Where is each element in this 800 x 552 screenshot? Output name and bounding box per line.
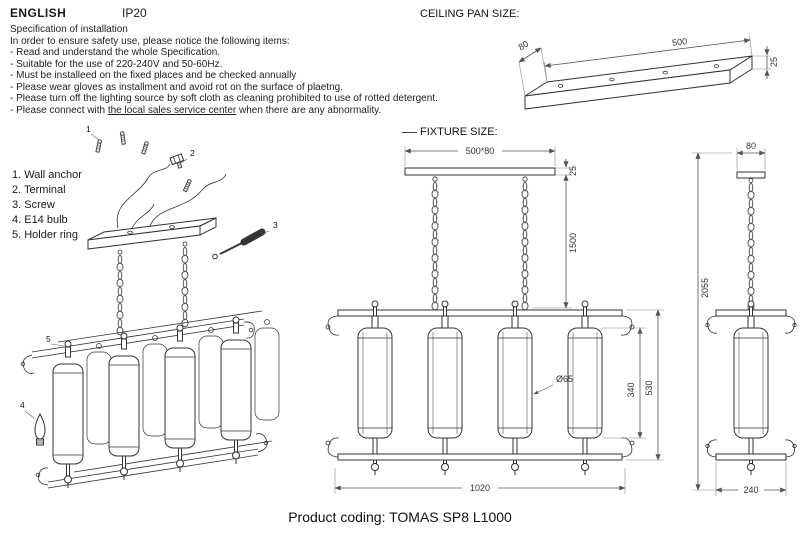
terminal-block xyxy=(169,153,185,166)
dimension-fixture-width: 1020 xyxy=(334,468,626,494)
ip-rating: IP20 xyxy=(122,6,147,20)
suspension-chains xyxy=(432,176,528,310)
screwdriver xyxy=(212,228,266,260)
e14-bulb xyxy=(34,412,46,446)
dim-label-side-plate-width: 80 xyxy=(746,141,756,151)
dim-label-chain-length: 1500 xyxy=(568,233,578,253)
fixture-front-view: 500*80 25 1500 xyxy=(325,146,664,494)
callout-holder-ring: 5 xyxy=(46,334,51,344)
callout-terminal: 2 xyxy=(190,148,195,158)
dim-label-pan-length: 500 xyxy=(672,36,688,48)
hanging-chains xyxy=(116,241,189,336)
dim-label-frame-height: 530 xyxy=(644,380,654,395)
dimension-frame-height: 530 xyxy=(626,309,664,461)
frame-back xyxy=(57,310,280,473)
part-item: 2. Terminal xyxy=(12,184,66,196)
spec-title: Specification of installation xyxy=(10,24,128,35)
installation-spec: Specification of installation In order t… xyxy=(10,24,438,116)
dim-label-total-height: 2055 xyxy=(700,278,710,298)
dimension-chain-length: 1500 xyxy=(532,174,578,309)
dimension-shade-height: 340 xyxy=(602,327,646,439)
language-label: ENGLISH xyxy=(10,6,67,20)
callout-wall-anchor: 1 xyxy=(86,124,91,134)
dim-label-pan-depth: 80 xyxy=(517,39,531,53)
callout-screw: 3 xyxy=(273,220,278,230)
spec-last-suffix: when there are any abnormality. xyxy=(236,104,382,116)
ceiling-plate xyxy=(404,167,556,176)
dimension-side-plate-width: 80 xyxy=(736,141,766,170)
part-item: 5. Holder ring xyxy=(12,229,79,241)
dimension-plate-thickness: 25 xyxy=(555,159,578,176)
dimension-side-width: 240 xyxy=(715,462,787,496)
part-item: 1. Wall anchor xyxy=(12,169,82,181)
dim-label-shade-height: 340 xyxy=(626,382,636,397)
mounting-bar xyxy=(87,217,217,250)
wires xyxy=(116,163,227,229)
dimension-plate-size: 500*80 xyxy=(404,146,556,166)
ceiling-plate-side xyxy=(736,171,766,179)
parts-list: 1. Wall anchor 2. Terminal 3. Screw 4. E… xyxy=(12,168,82,243)
back-row-shades xyxy=(86,319,280,445)
dim-label-plate-size: 500*80 xyxy=(466,146,495,156)
part-callouts: 1 2 3 4 5 xyxy=(20,124,278,419)
fixture-size-title: FIXTURE SIZE: xyxy=(420,126,498,138)
spec-last-prefix: - Please connect with xyxy=(10,104,108,116)
ceiling-pan-title: CEILING PAN SIZE: xyxy=(420,8,520,20)
callout-e14-bulb: 4 xyxy=(20,400,25,410)
spec-intro: In order to ensure safety use, please no… xyxy=(10,35,290,47)
dimension-pan-depth: 80 xyxy=(517,39,548,97)
dim-label-fixture-width: 1020 xyxy=(470,483,490,493)
glass-shade-side xyxy=(733,300,769,476)
dimension-total-height: 2055 xyxy=(692,152,732,491)
spec-item: - Read and understand the whole Specific… xyxy=(10,47,221,58)
spec-item-last: - Please connect with the local sales se… xyxy=(10,105,438,117)
spec-item: - Suitable for the use of 220-240V and 5… xyxy=(10,58,223,70)
ceiling-pan-drawing: 80 500 25 xyxy=(517,35,779,110)
spec-item: - Please turn off the lighting source by… xyxy=(10,93,438,104)
part-item: 3. Screw xyxy=(12,199,55,211)
spec-item: - Must be installeed on the fixed places… xyxy=(10,70,297,81)
suspension-chain-side xyxy=(748,178,754,311)
dim-label-side-width: 240 xyxy=(743,485,758,495)
part-item: 4. E14 bulb xyxy=(12,214,68,226)
glass-shades xyxy=(357,300,603,476)
fixture-side-view: 80 2055 240 xyxy=(692,141,797,496)
assembly-illustration: 1 2 3 4 5 xyxy=(20,124,280,489)
dimension-pan-thickness: 25 xyxy=(752,46,779,79)
service-center-underlined: the local sales service center xyxy=(107,104,237,116)
dim-label-shade-diameter: Ø65 xyxy=(556,374,573,384)
fixture-title-tick xyxy=(402,132,417,133)
dim-label-plate-thickness: 25 xyxy=(568,166,578,176)
product-coding: Product coding: TOMAS SP8 L1000 xyxy=(288,509,512,525)
dim-label-pan-thickness: 25 xyxy=(769,57,779,67)
dimension-shade-diameter: Ø65 xyxy=(533,374,573,395)
spec-item: - Please wear gloves as installment and … xyxy=(10,81,343,93)
dimension-pan-length: 500 xyxy=(544,35,753,83)
